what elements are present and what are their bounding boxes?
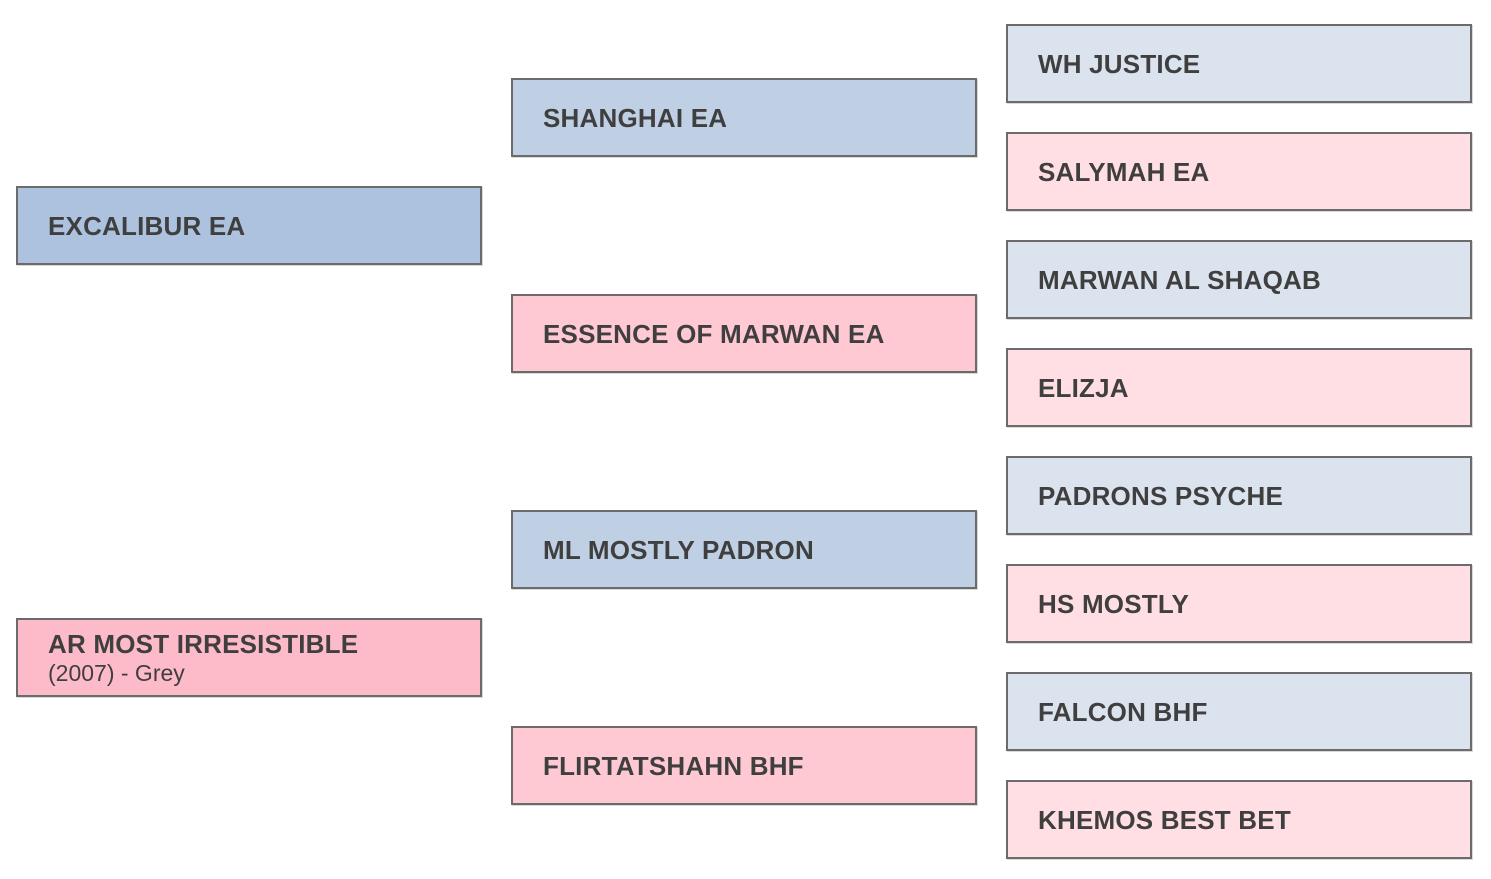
horse-name: AR MOST IRRESISTIBLE — [48, 628, 359, 659]
pedigree-box-gen3-7: FALCON BHF — [1006, 672, 1472, 751]
horse-name: MARWAN AL SHAQAB — [1038, 264, 1321, 295]
pedigree-box-sire-dam: ESSENCE OF MARWAN EA — [511, 294, 977, 373]
horse-name: SHANGHAI EA — [543, 102, 728, 133]
pedigree-box-gen3-4: ELIZJA — [1006, 348, 1472, 427]
pedigree-box-gen3-8: KHEMOS BEST BET — [1006, 780, 1472, 859]
pedigree-box-sire-sire: SHANGHAI EA — [511, 78, 977, 157]
horse-name: EXCALIBUR EA — [48, 210, 246, 241]
pedigree-box-sire: EXCALIBUR EA — [16, 186, 482, 265]
pedigree-box-dam: AR MOST IRRESISTIBLE (2007) - Grey — [16, 618, 482, 697]
pedigree-box-gen3-5: PADRONS PSYCHE — [1006, 456, 1472, 535]
horse-name: FLIRTATSHAHN BHF — [543, 750, 804, 781]
pedigree-box-dam-sire: ML MOSTLY PADRON — [511, 510, 977, 589]
pedigree-box-gen3-6: HS MOSTLY — [1006, 564, 1472, 643]
pedigree-box-gen3-3: MARWAN AL SHAQAB — [1006, 240, 1472, 319]
horse-name: PADRONS PSYCHE — [1038, 480, 1284, 511]
pedigree-box-dam-dam: FLIRTATSHAHN BHF — [511, 726, 977, 805]
horse-name: ML MOSTLY PADRON — [543, 534, 814, 565]
horse-name: SALYMAH EA — [1038, 156, 1210, 187]
horse-details: (2007) - Grey — [48, 659, 185, 686]
horse-name: KHEMOS BEST BET — [1038, 804, 1291, 835]
horse-name: FALCON BHF — [1038, 696, 1208, 727]
pedigree-box-gen3-1: WH JUSTICE — [1006, 24, 1472, 103]
horse-name: WH JUSTICE — [1038, 48, 1201, 79]
pedigree-box-gen3-2: SALYMAH EA — [1006, 132, 1472, 211]
horse-name: ELIZJA — [1038, 372, 1129, 403]
horse-name: HS MOSTLY — [1038, 588, 1190, 619]
horse-name: ESSENCE OF MARWAN EA — [543, 318, 885, 349]
